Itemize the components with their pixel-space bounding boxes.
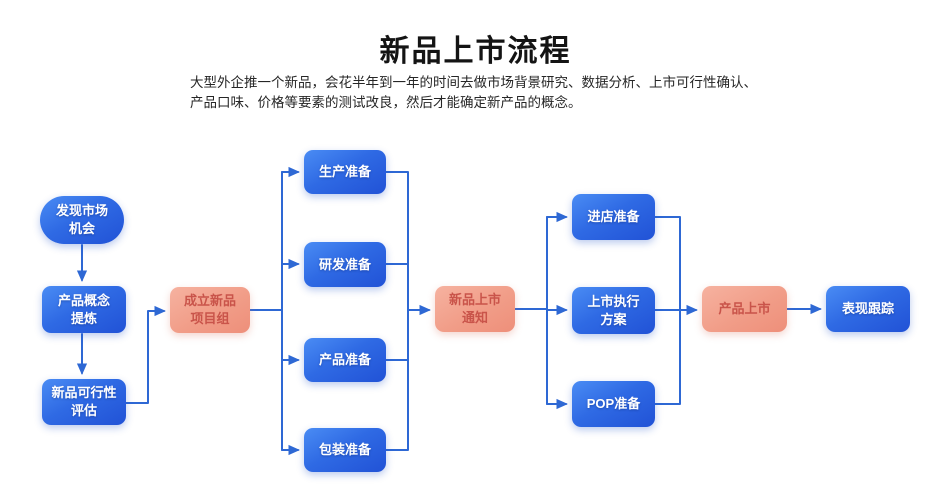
node-launch-execution-plan: 上市执行 方案 — [572, 287, 655, 334]
node-establish-project-team: 成立新品 项目组 — [170, 287, 250, 333]
node-feasibility-assessment: 新品可行性 评估 — [42, 379, 126, 425]
node-packaging-preparation: 包装准备 — [304, 428, 386, 472]
page-description-line1: 大型外企推一个新品，会花半年到一年的时间去做市场背景研究、数据分析、上市可行性确… — [190, 75, 757, 90]
page-description-line2: 产品口味、价格等要素的测试改良，然后才能确定新产品的概念。 — [190, 95, 582, 110]
node-store-entry-preparation: 进店准备 — [572, 194, 655, 240]
node-product-preparation: 产品准备 — [304, 338, 386, 382]
node-rd-preparation: 研发准备 — [304, 242, 386, 287]
node-product-concept-refining: 产品概念 提炼 — [42, 286, 126, 333]
node-production-preparation: 生产准备 — [304, 150, 386, 194]
page-description: 大型外企推一个新品，会花半年到一年的时间去做市场背景研究、数据分析、上市可行性确… — [190, 73, 775, 113]
node-discover-market-opportunity: 发现市场 机会 — [40, 196, 124, 244]
node-product-launch: 产品上市 — [702, 286, 787, 332]
page-title: 新品上市流程 — [379, 35, 572, 68]
node-performance-tracking: 表现跟踪 — [826, 286, 910, 332]
node-pop-preparation: POP准备 — [572, 381, 655, 427]
node-launch-notification: 新品上市 通知 — [435, 286, 515, 332]
